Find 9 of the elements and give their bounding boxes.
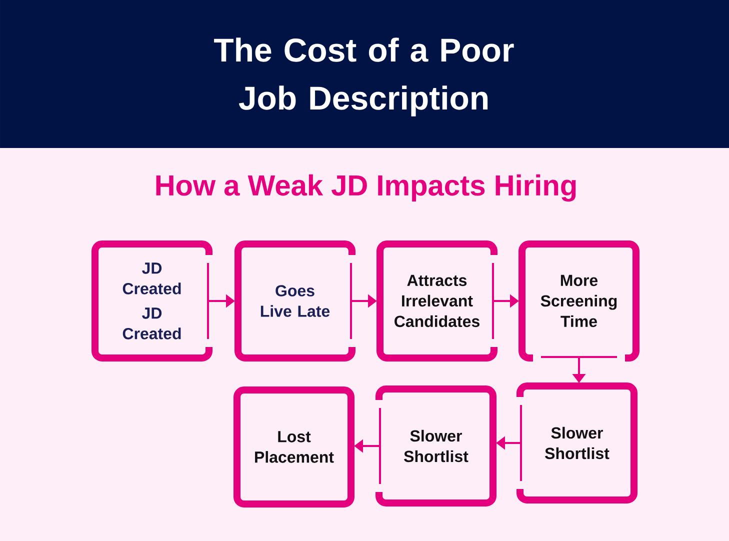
subtitle: How a Weak JD Impacts Hiring (156, 174, 576, 202)
title: The Cost of a Poor Job Description (214, 38, 514, 116)
process-box: Goes Live Late (234, 240, 356, 362)
process-box: Slower Shortlist (376, 386, 496, 506)
process-box: Lost Placement (234, 386, 354, 508)
process-box: Attracts Irrelevant Candidates (376, 240, 498, 362)
process-box: JD Created JD Created (92, 240, 212, 362)
process-box: More Screening Time (518, 240, 640, 362)
process-box: Slower Shortlist (516, 382, 638, 504)
